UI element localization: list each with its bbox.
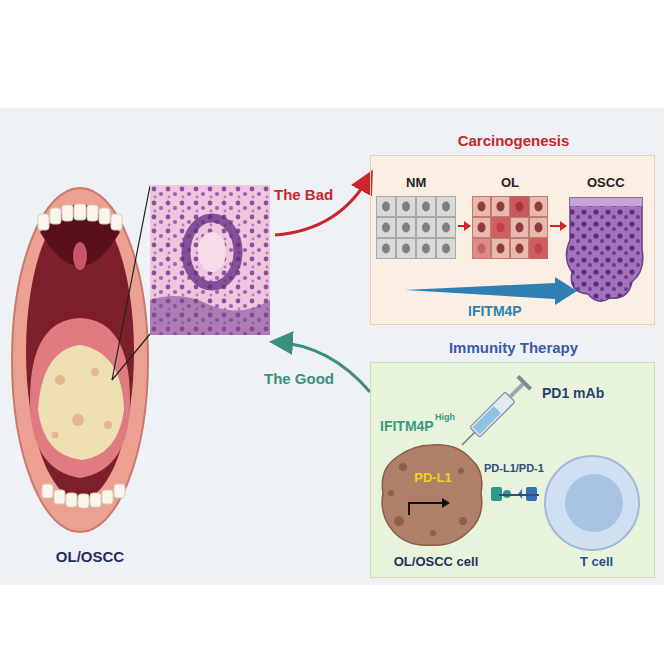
mouth-illustration [114,484,125,498]
tumor-cell-shape [373,441,491,551]
t-cell: T cell [539,451,654,573]
mouth-illustration [66,493,77,507]
mouth-illustration [52,432,59,439]
mouth-illustration [102,490,113,504]
oscc-tumor-mass [570,198,642,206]
syringe-symbol [516,375,532,391]
immunity-panel-fill [370,362,655,578]
mouth-illustration [111,214,122,230]
gene-label: IFITM4P [468,303,522,319]
edge-label: The Good [262,370,336,387]
histology-image [150,296,270,335]
leukoplakia-cells [473,239,491,259]
mouth-illustration [72,414,84,426]
tumor-cell-spot [394,516,404,526]
tumor-cell: PD-L1OL/OSCC cell [373,441,499,573]
leader-line [112,334,150,380]
leukoplakia-cells [472,196,548,259]
background-band [0,108,664,585]
t-cell-nucleus [565,474,623,532]
normal-mucosa-cells [376,196,456,259]
progression-arrow [560,221,567,231]
mouth-illustration [55,375,65,385]
progression-arrow [464,221,471,231]
syringe-symbol [470,392,515,437]
histology-image [186,218,238,286]
stage-label: OL [501,176,519,191]
mouth-illustration [99,208,110,224]
mouth-illustration [73,242,87,270]
node-title: Immunity Therapy [371,339,656,356]
syringe-symbol [509,383,525,399]
node-title: Carcinogenesis [371,132,656,149]
mouth-illustration [54,490,65,504]
leukoplakia-cells [530,239,548,259]
histology-image [150,185,270,335]
mouth-illustration [38,345,124,460]
node-title: PD-L1 [373,471,493,486]
syringe-symbol [473,406,501,434]
mouth-illustration [12,188,148,532]
node-title: T cell [539,555,654,570]
histology-image [150,185,270,335]
t-cell-shape [545,456,639,550]
mouth-illustration [42,484,53,498]
transcription-arrow [409,503,443,515]
mouth-illustration [78,494,89,508]
histology-image [198,232,226,272]
mouth-illustration [50,208,61,224]
t-cell-shape [539,451,646,553]
edge-label: The Bad [272,186,335,203]
mouth-illustration [38,214,49,230]
superscript-label: High [435,412,455,422]
leukoplakia-cells [472,196,548,259]
carcinogenesis-panel-fill [370,155,655,325]
stage-label: OSCC [587,176,625,191]
leader-line [112,186,150,380]
mouth-illustration [74,204,86,220]
connector [275,175,370,235]
node-title: OL/OSCC [20,548,160,565]
tumor-cell-spot [458,468,464,474]
mouth-illustration [104,421,112,429]
oscc-tumor-mass [566,198,642,301]
drug-label: PD1 mAb [542,385,604,401]
tumor-cell-spot [459,517,467,525]
tumor-cell-shape [382,445,482,545]
mouth-region: OL/OSCC [8,178,275,570]
leader-line [112,186,150,380]
ifitm4p-wedge-arrow [405,277,577,305]
stage-label: NM [406,176,426,191]
syringe-symbol [462,432,475,445]
normal-mucosa-cells [376,196,456,259]
mouth-illustration [90,493,101,507]
progression-arrow [550,225,561,227]
tumor-cell-spot [430,530,436,536]
edge-label: PD-L1/PD-1 [482,462,546,475]
oscc-tumor-mass [566,198,642,301]
mouth-illustration [12,188,148,532]
transcription-arrow [442,498,450,508]
progression-arrow [458,221,567,231]
immunity-panel-fill [370,362,655,578]
progression-arrow [458,225,465,227]
mouth-illustration [62,205,73,221]
leukoplakia-cells [511,197,529,217]
tumor-cell-spot [399,463,407,471]
carcinogenesis-panel-fill [370,155,655,325]
mouth-illustration [87,205,98,221]
connector [499,494,539,496]
ifitm4p-wedge-arrow [405,277,577,305]
tumor-cell-spot [388,490,394,496]
mouth-illustration [30,318,130,478]
mouth-illustration [91,368,99,376]
leukoplakia-cells [492,218,510,238]
syringe-symbol [456,375,532,451]
node-text: OL/OSCC cell [373,555,499,570]
gene-label: IFITM4P [380,418,434,434]
